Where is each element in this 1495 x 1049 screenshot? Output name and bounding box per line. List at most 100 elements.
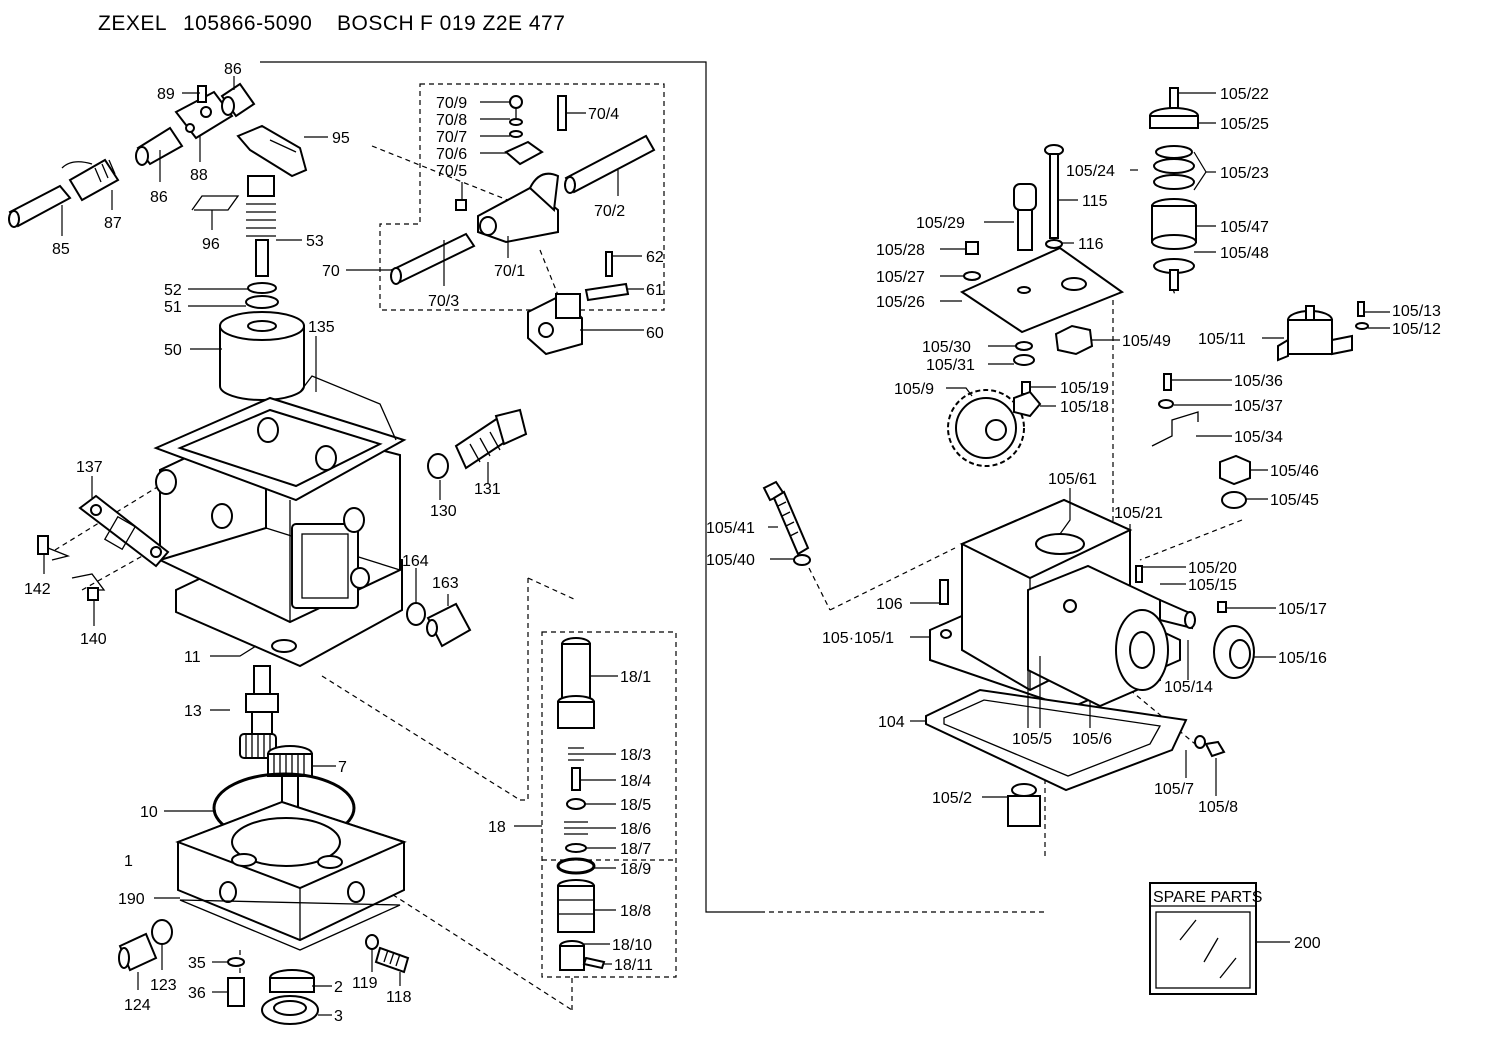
callout-124: 124 xyxy=(124,997,151,1014)
cover-105-26 xyxy=(959,246,1125,334)
base-to-valve-dash xyxy=(369,879,573,1011)
callout-10: 10 xyxy=(140,804,158,821)
screw-70-9 xyxy=(509,95,523,118)
bolt-to-case-dash xyxy=(804,559,831,611)
seal-3 xyxy=(261,995,319,1025)
callout-105-13: 105/13 xyxy=(1392,303,1441,320)
callout-70-2: 70/2 xyxy=(594,203,625,220)
callout-70-4: 70/4 xyxy=(588,106,619,123)
spare-parts-box xyxy=(1149,882,1290,995)
callout-105-9: 105/9 xyxy=(894,381,934,398)
washer-105-31 xyxy=(1013,354,1035,366)
callout-88: 88 xyxy=(190,167,208,184)
pin-70-4 xyxy=(557,95,567,131)
shaft-13 xyxy=(245,665,279,735)
header-maker: BOSCH xyxy=(337,12,415,35)
callout-labels: 89 86 95 88 86 87 85 96 53 52 51 50 135 … xyxy=(24,61,1441,1025)
callout-137: 137 xyxy=(76,459,103,476)
shaft-105-15 xyxy=(1159,598,1196,630)
callout-53: 53 xyxy=(306,233,324,250)
washer-105-27 xyxy=(963,271,981,281)
plug-to-case-dash xyxy=(1139,519,1243,561)
callout-105-49: 105/49 xyxy=(1122,333,1171,350)
leader-lines xyxy=(43,76,1390,1016)
gear-13 xyxy=(239,733,277,759)
callout-105-105-1: 105·105/1 xyxy=(822,630,894,647)
callout-119: 119 xyxy=(352,975,378,992)
callout-105-37: 105/37 xyxy=(1234,398,1283,415)
callout-105-23: 105/23 xyxy=(1220,165,1269,182)
pin-105-20 xyxy=(1135,565,1143,583)
callout-18-6: 18/6 xyxy=(620,821,651,838)
callout-131: 131 xyxy=(474,481,501,498)
washer-130 xyxy=(427,453,449,479)
callout-105-22: 105/22 xyxy=(1220,86,1269,103)
linkage-to-bracket-dash xyxy=(539,249,561,301)
callout-89: 89 xyxy=(157,86,175,103)
washer-18-5 xyxy=(566,798,586,810)
callout-62: 62 xyxy=(646,249,664,266)
base-1 xyxy=(175,800,407,951)
gasket-104 xyxy=(925,688,1188,792)
callout-51: 51 xyxy=(164,299,182,316)
callout-3: 3 xyxy=(334,1008,343,1025)
washer-35 xyxy=(227,957,245,967)
assembly-link-line xyxy=(260,61,760,913)
callout-11: 11 xyxy=(184,649,201,666)
washer-105-37 xyxy=(1158,399,1174,409)
plug-124 xyxy=(118,932,158,972)
screw-105-28 xyxy=(965,241,979,255)
screw-105-8 xyxy=(1204,740,1226,758)
clip-140 xyxy=(71,573,106,601)
callout-36: 36 xyxy=(188,985,206,1002)
callout-105-31: 105/31 xyxy=(926,357,975,374)
callout-123: 123 xyxy=(150,977,177,994)
callout-164: 164 xyxy=(402,553,429,570)
pin-89 xyxy=(197,85,207,103)
callout-85: 85 xyxy=(52,241,70,258)
washer-105-48 xyxy=(1153,258,1195,291)
callout-87: 87 xyxy=(104,215,122,232)
pin-62 xyxy=(605,251,613,277)
cap-18-10 xyxy=(559,940,585,971)
callout-18: 18 xyxy=(488,819,506,836)
spring-18-3 xyxy=(568,747,584,761)
callout-105-7: 105/7 xyxy=(1154,781,1194,798)
callout-7: 7 xyxy=(338,759,347,776)
callout-96: 96 xyxy=(202,236,220,253)
spring-87 xyxy=(61,158,120,202)
callout-105-41: 105/41 xyxy=(706,520,755,537)
callout-135: 135 xyxy=(308,319,335,336)
drawing-header: ZEXEL 105866-5090 BOSCH F 019 Z2E 477 xyxy=(0,0,1495,48)
bracket-60 xyxy=(527,293,583,356)
housing-to-valve-dash xyxy=(321,675,521,801)
callout-70-8: 70/8 xyxy=(436,112,467,129)
plunger-53 xyxy=(246,175,276,277)
washer-105-7 xyxy=(1194,735,1206,749)
washer-105-12 xyxy=(1355,322,1369,330)
callout-105-21: 105/21 xyxy=(1114,505,1163,522)
callout-18-10: 18/10 xyxy=(612,937,652,954)
cap-105-25 xyxy=(1149,107,1199,129)
screw-105-17 xyxy=(1217,601,1227,613)
spare-parts-box-label: SPARE PARTS xyxy=(1153,889,1262,906)
bolt-105-41 xyxy=(762,480,810,556)
callout-105-48: 105/48 xyxy=(1220,245,1269,262)
spindle-105-22 xyxy=(1169,87,1179,109)
callout-70-5: 70/5 xyxy=(436,163,467,180)
washer-51 xyxy=(245,295,279,309)
callout-105-36: 105/36 xyxy=(1234,373,1283,390)
plate-70-6 xyxy=(504,140,544,166)
callout-105-2: 105/2 xyxy=(932,790,972,807)
callout-118: 118 xyxy=(386,989,412,1006)
callout-115: 115 xyxy=(1082,193,1108,210)
callout-116: 116 xyxy=(1078,236,1104,253)
callout-86-upper: 86 xyxy=(224,61,242,78)
pin-18-11 xyxy=(582,956,606,970)
callout-105-45: 105/45 xyxy=(1270,492,1319,509)
callout-105-29: 105/29 xyxy=(916,215,965,232)
nut-105-49 xyxy=(1054,324,1094,356)
case-105 xyxy=(929,498,1181,710)
washer-18-7 xyxy=(565,843,587,853)
bolt-36 xyxy=(227,977,245,1007)
